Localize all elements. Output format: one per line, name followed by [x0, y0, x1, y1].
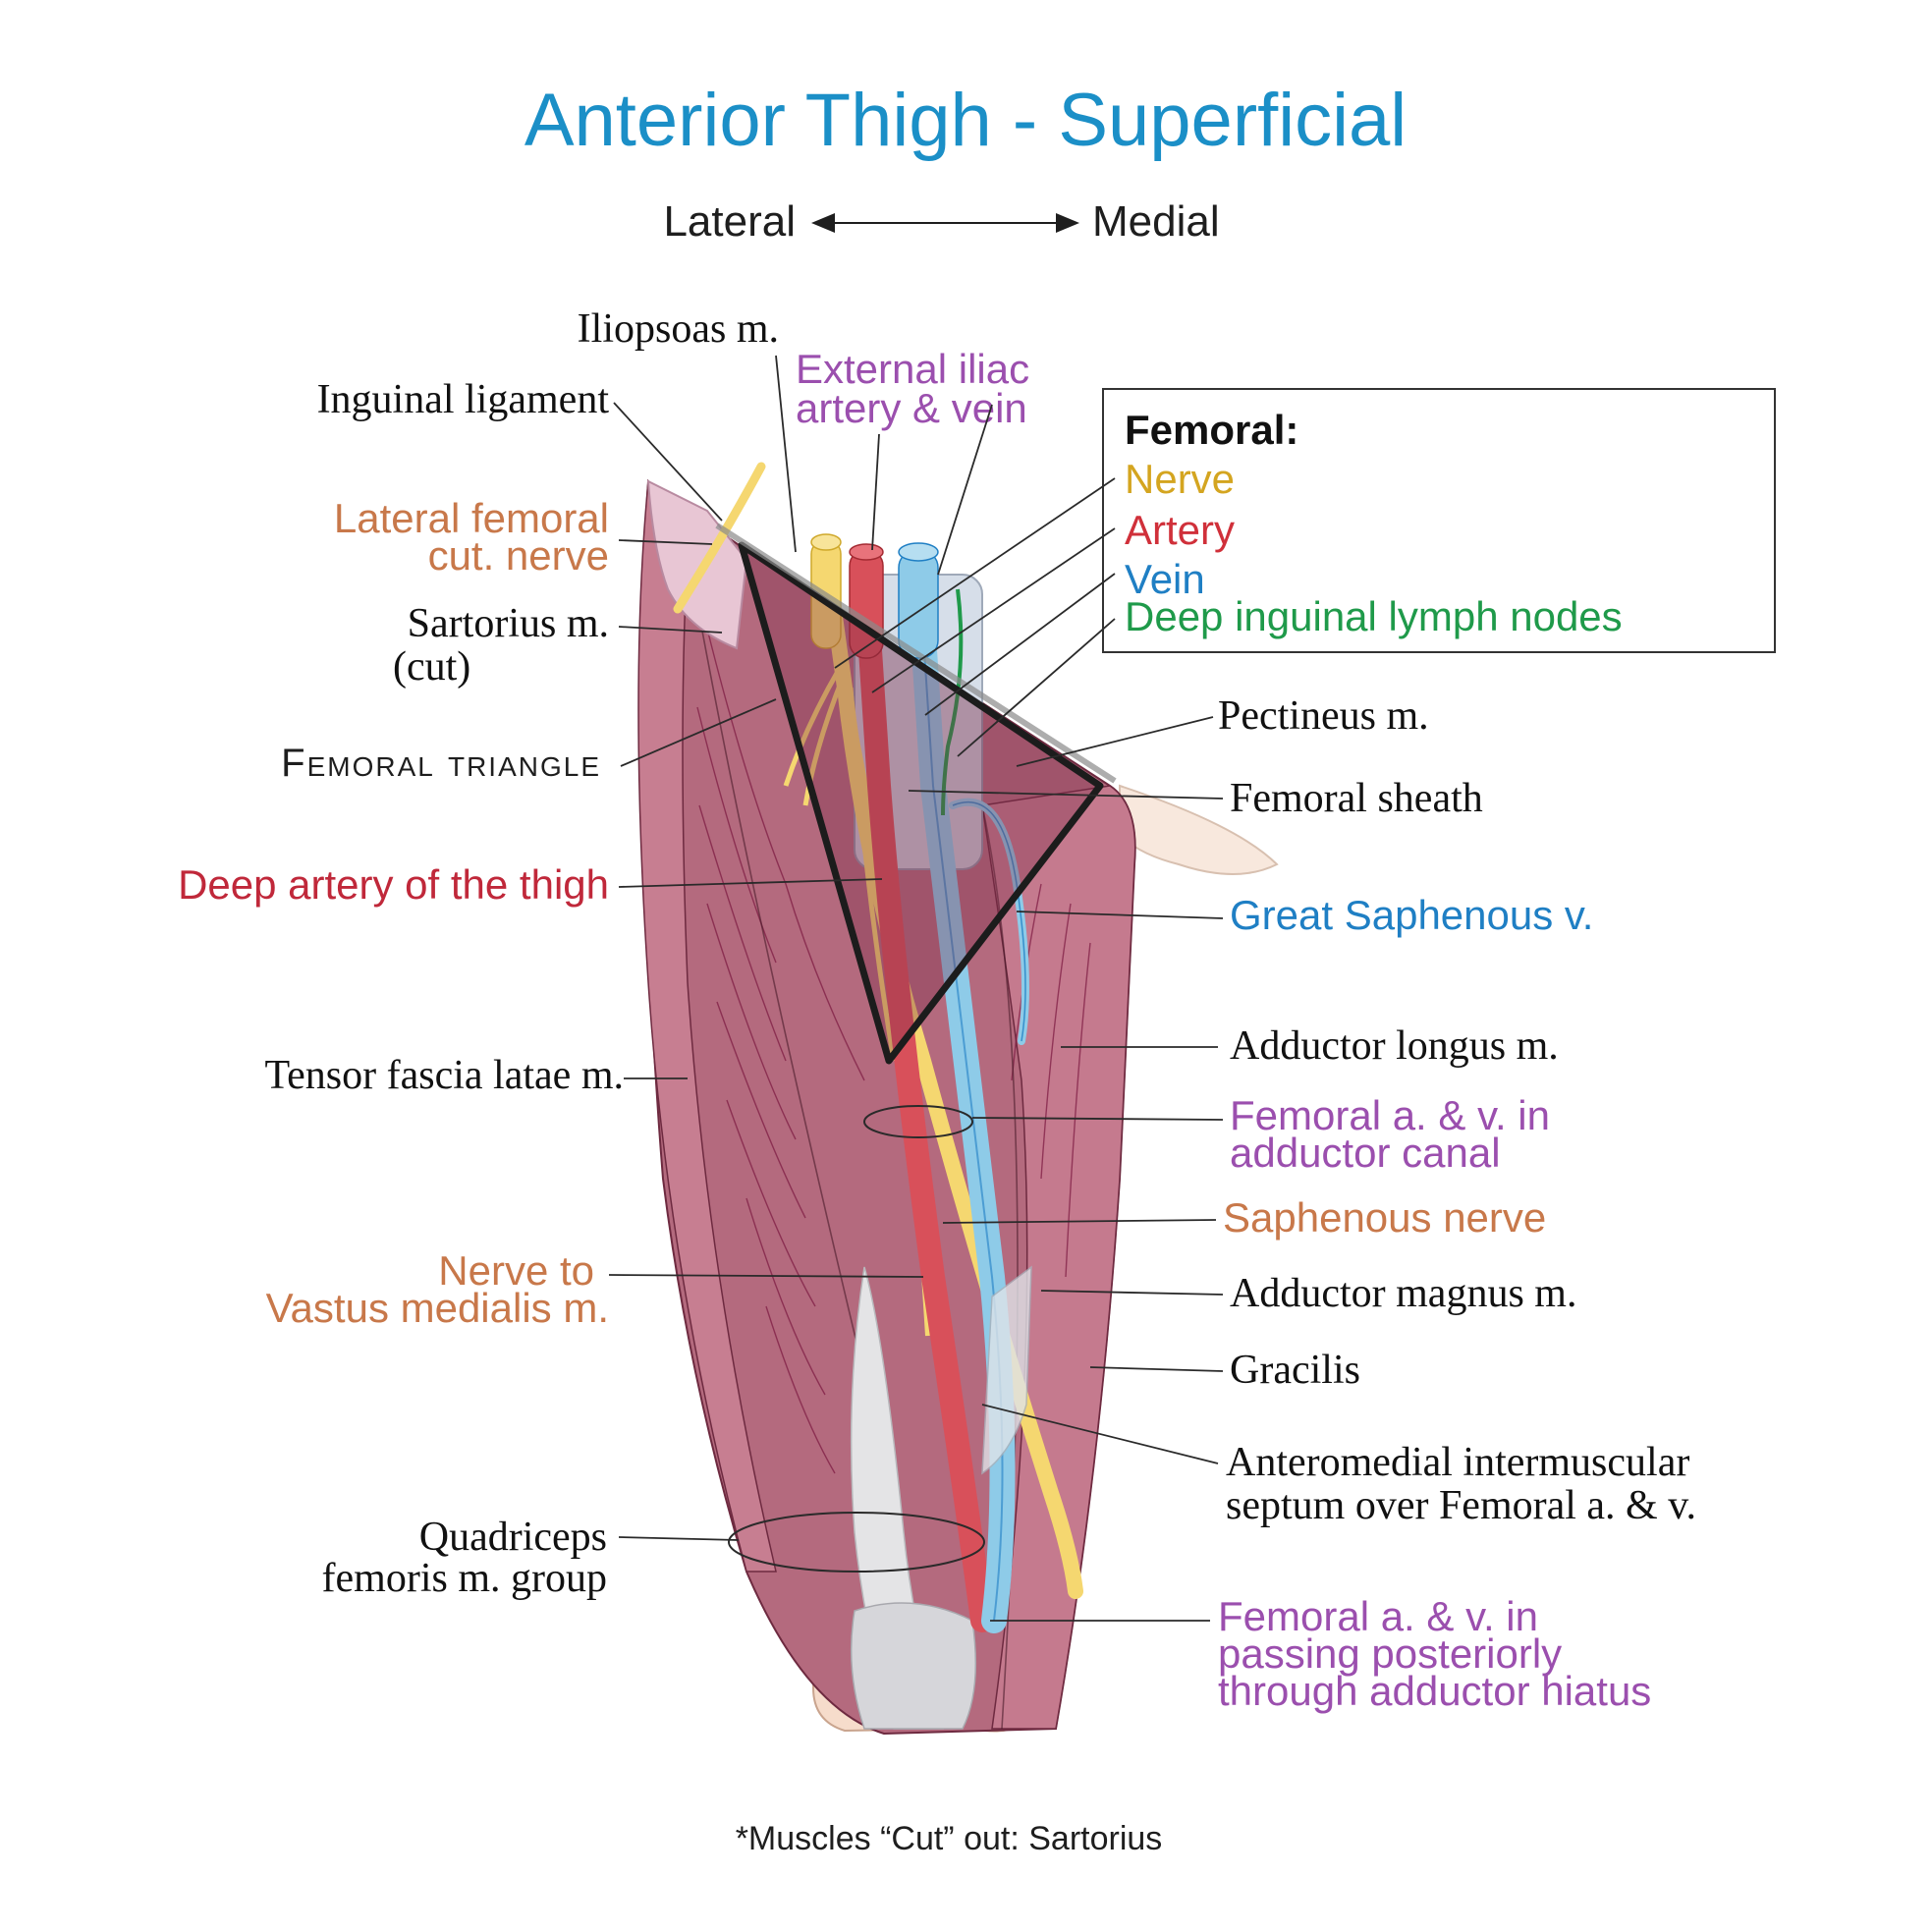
label-iliopsoas: Iliopsoas m. [578, 306, 779, 352]
label-quadriceps-1: Quadriceps [419, 1515, 607, 1560]
femoral-legend: Femoral: Nerve Artery Vein Deep inguinal… [1102, 388, 1776, 653]
femoral-nerve [817, 537, 1083, 1599]
anteromedial-septum [981, 1265, 1032, 1475]
nerve-branch [802, 677, 846, 806]
label-lateral-femoral-1: Lateral femoral [334, 495, 609, 541]
label-external-iliac-1: External iliac [796, 346, 1029, 392]
label-lateral-femoral-2: cut. nerve [428, 532, 609, 579]
legend-heading: Femoral: [1125, 407, 1298, 453]
page-title: Anterior Thigh - Superficial [524, 79, 1407, 162]
label-adductor-canal-2: adductor canal [1230, 1130, 1501, 1176]
label-external-iliac-2: artery & vein [796, 385, 1027, 431]
legend-vein: Vein [1125, 556, 1205, 602]
label-gracilis: Gracilis [1230, 1348, 1360, 1393]
femoral-vein-top [898, 549, 939, 659]
label-adductor-canal-1: Femoral a. & v. in [1230, 1092, 1550, 1138]
label-hiatus-2: passing posteriorly [1218, 1630, 1562, 1677]
legend-nerve: Nerve [1125, 456, 1235, 502]
legend-lymph-nodes: Deep inguinal lymph nodes [1125, 593, 1623, 639]
thigh-illustration [637, 462, 1279, 1736]
lateral-femoral-cut-nerve [673, 462, 766, 614]
label-femoral-sheath: Femoral sheath [1230, 776, 1483, 821]
label-hiatus-1: Femoral a. & v. in [1218, 1593, 1538, 1639]
label-nerve-vm-1: Nerve to [438, 1247, 594, 1294]
label-sartorius-2: (cut) [393, 644, 470, 690]
lateral-label: Lateral [663, 197, 796, 246]
label-hiatus-3: through adductor hiatus [1218, 1668, 1651, 1714]
pubic-bone [1119, 784, 1279, 875]
legend-artery: Artery [1125, 507, 1235, 553]
footnote: *Muscles “Cut” out: Sartorius [736, 1820, 1163, 1857]
quadriceps-tendon-base [850, 1602, 977, 1730]
femoral-artery [853, 548, 994, 1632]
label-adductor-longus: Adductor longus m. [1230, 1023, 1559, 1069]
leader-lines [608, 355, 1224, 1622]
nerve-branch [783, 666, 843, 787]
label-septum-1: Anteromedial intermuscular [1226, 1440, 1689, 1485]
label-nerve-vm-2: Vastus medialis m. [266, 1285, 609, 1331]
femoral-triangle [738, 541, 1104, 1065]
label-tensor-fascia: Tensor fascia latae m. [264, 1053, 624, 1098]
quadriceps-ring [728, 1512, 985, 1573]
tensor-fascia-latae [637, 478, 777, 1573]
label-saphenous-nerve: Saphenous nerve [1223, 1194, 1546, 1241]
label-sartorius-1: Sartorius m. [408, 601, 609, 646]
label-deep-artery: Deep artery of the thigh [178, 861, 609, 908]
label-great-saphenous: Great Saphenous v. [1230, 892, 1593, 938]
adductor-canal-ring [863, 1105, 973, 1138]
medial-label: Medial [1092, 197, 1220, 246]
label-inguinal-ligament: Inguinal ligament [317, 377, 610, 422]
legend-box [1102, 388, 1776, 653]
sartorius-cut [646, 479, 748, 650]
label-pectineus: Pectineus m. [1218, 693, 1429, 739]
inguinal-ligament [715, 523, 1117, 784]
label-septum-2: septum over Femoral a. & v. [1226, 1483, 1696, 1528]
label-femoral-triangle: Femoral triangle [281, 742, 601, 785]
label-adductor-magnus: Adductor magnus m. [1230, 1271, 1576, 1316]
label-quadriceps-2: femoris m. group [322, 1556, 607, 1601]
